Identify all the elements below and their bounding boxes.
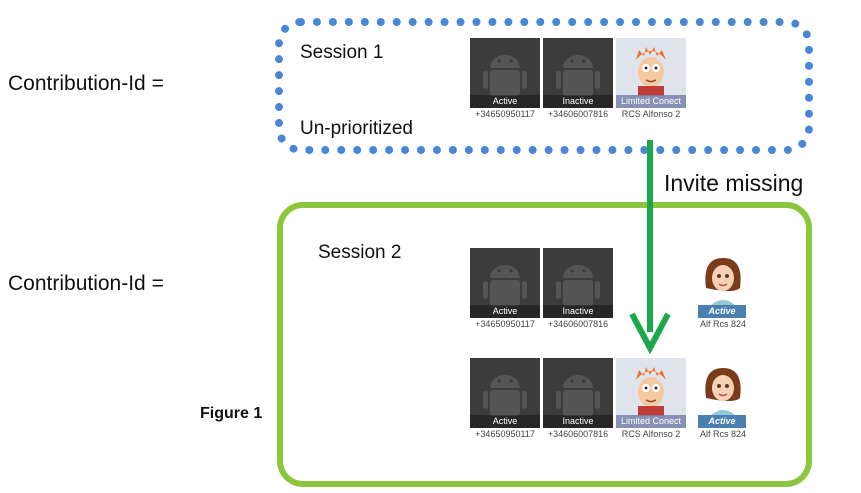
participant-status: Active [470, 95, 540, 108]
contribution-id-label-1: Contribution-Id = [8, 72, 164, 95]
fry-avatar: Limited Conect [616, 38, 686, 108]
session-2-title: Session 2 [318, 242, 402, 263]
participant-caption: +34650950117 [475, 319, 535, 329]
participant-caption: Alf Rcs 824 [699, 319, 747, 329]
participant-status: Inactive [543, 305, 613, 318]
participant-caption: RCS Alfonso 2 [621, 429, 681, 439]
participant-status: Limited Conect [616, 95, 686, 108]
participant-caption: Alf Rcs 824 [699, 429, 747, 439]
participant-caption: +34606007816 [547, 319, 609, 329]
participant-status: Active [698, 305, 746, 318]
android-icon: Inactive [543, 248, 613, 318]
android-icon: Inactive [543, 38, 613, 108]
session-2-box [277, 202, 812, 487]
participant-tile: Active+34650950117 [470, 248, 540, 332]
participant-tile: Inactive+34606007816 [543, 38, 613, 122]
unprioritized-label: Un-prioritized [300, 118, 413, 139]
participant-tile: Active+34650950117 [470, 358, 540, 442]
participant-status: Active [698, 415, 746, 428]
woman-avatar: Active [688, 358, 758, 428]
session-1-box [275, 18, 813, 154]
participant-tile: Inactive+34606007816 [543, 358, 613, 442]
android-icon: Inactive [543, 358, 613, 428]
android-icon: Active [470, 358, 540, 428]
participant-caption: +34606007816 [547, 109, 609, 119]
participant-tile: Inactive+34606007816 [543, 248, 613, 332]
participant-status: Active [470, 415, 540, 428]
figure-label: Figure 1 [200, 405, 263, 422]
woman-avatar: Active [688, 248, 758, 318]
invite-missing-label: Invite missing [664, 170, 804, 196]
session-1-title: Session 1 [300, 42, 384, 63]
android-icon: Active [470, 248, 540, 318]
participant-caption: RCS Alfonso 2 [621, 109, 681, 119]
participant-status: Active [470, 305, 540, 318]
fry-avatar: Limited Conect [616, 358, 686, 428]
invite-arrow [629, 140, 671, 355]
participant-status: Inactive [543, 95, 613, 108]
participant-caption: +34606007816 [547, 429, 609, 439]
participant-caption: +34650950117 [475, 429, 535, 439]
contribution-id-label-2: Contribution-Id = [8, 272, 164, 295]
android-icon: Active [470, 38, 540, 108]
participant-caption: +34650950117 [475, 109, 535, 119]
participant-status: Limited Conect [616, 415, 686, 428]
participant-status: Inactive [543, 415, 613, 428]
participant-tile: Active+34650950117 [470, 38, 540, 122]
